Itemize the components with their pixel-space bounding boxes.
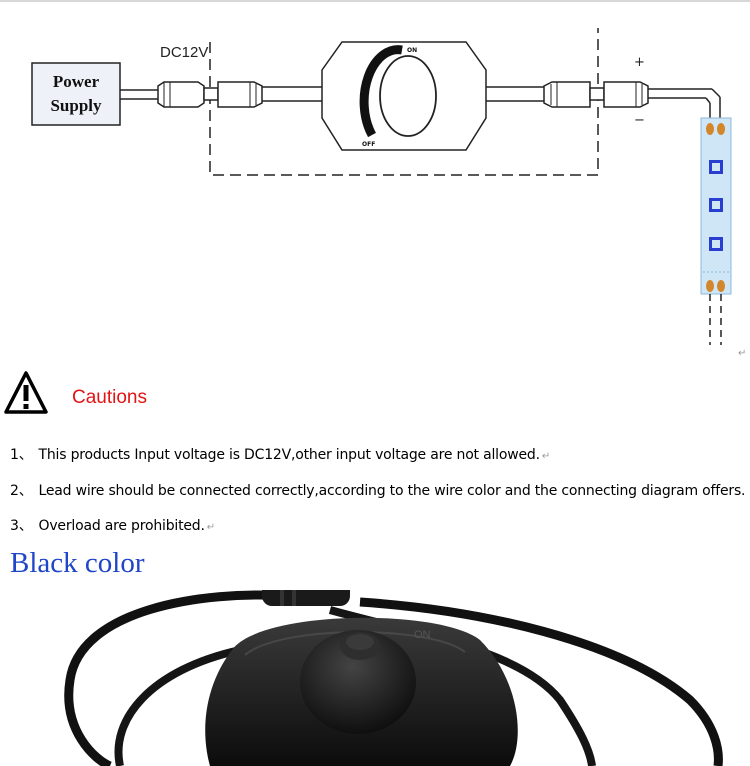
photo-dimmer-knob xyxy=(300,630,416,734)
photo-on-label: ON xyxy=(414,629,431,641)
right-male-plug xyxy=(603,81,649,108)
caution-item-number: 2、 xyxy=(10,483,33,499)
left-female-plug xyxy=(217,81,263,108)
return-mark: ↵ xyxy=(738,348,747,359)
caution-item-2: 2、 Lead wire should be connected correctl… xyxy=(10,480,746,500)
dashed-enclosure xyxy=(209,28,599,176)
dimmer-knob xyxy=(379,55,437,137)
caution-item-3: 3、Overload are prohibited.↵ xyxy=(10,518,215,534)
caution-item-number: 1、 xyxy=(10,447,33,463)
voltage-label: DC12V xyxy=(160,44,208,61)
top-divider xyxy=(0,0,750,2)
power-supply-label-1: Power xyxy=(53,72,100,91)
warning-triangle-icon xyxy=(4,371,48,414)
dimmer-off-label: OFF xyxy=(362,141,375,148)
minus-label: − xyxy=(634,113,645,128)
power-supply-box xyxy=(31,62,121,126)
power-supply-label-2: Supply xyxy=(50,96,102,115)
dimmer-on-label: ON xyxy=(407,47,417,54)
caution-item-text: This products Input voltage is DC12V,oth… xyxy=(38,447,541,463)
section-title: Black color xyxy=(10,547,145,579)
caution-item-text: Lead wire should be connected correctly,… xyxy=(38,483,746,499)
wiring-diagram: Power Supply DC12V ON OFF + − xyxy=(31,28,732,345)
cautions-title: Cautions xyxy=(72,387,147,408)
barrel-connector xyxy=(262,590,350,606)
caution-item-number: 3、 xyxy=(10,518,33,534)
right-female-plug xyxy=(543,81,591,108)
caution-item-text: Overload are prohibited. xyxy=(38,518,205,534)
caution-item-1: 1、 This products Input voltage is DC12V,o… xyxy=(10,447,551,463)
left-male-plug xyxy=(157,81,205,108)
product-photo: ON xyxy=(64,590,723,766)
plus-label: + xyxy=(634,55,645,70)
